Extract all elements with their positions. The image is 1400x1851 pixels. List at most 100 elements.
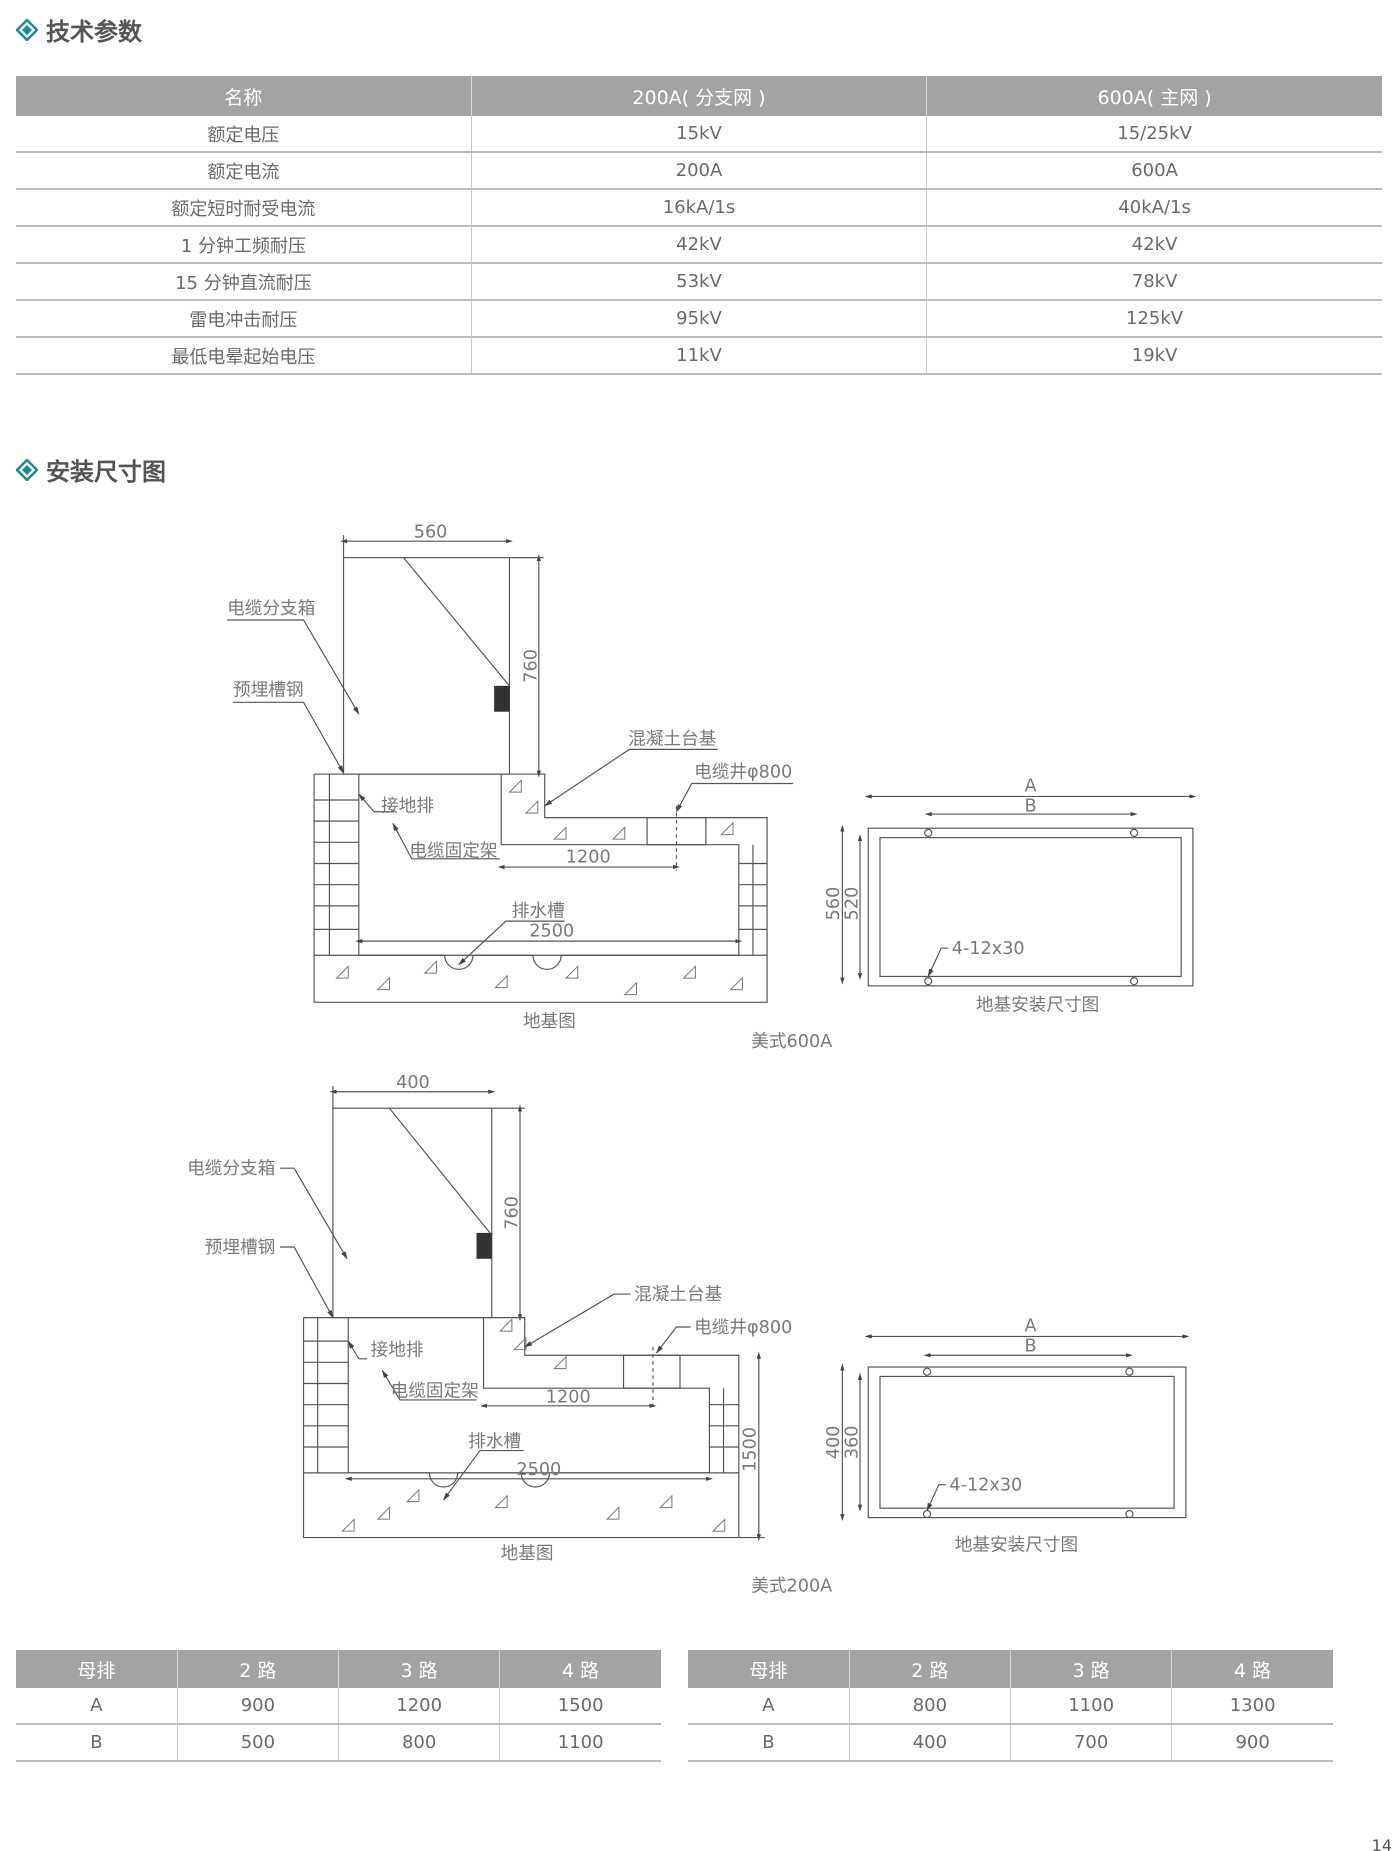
header-cell: 600A( 主网 ) (926, 76, 1382, 116)
label-cable-box: 电缆分支箱 (187, 1158, 275, 1179)
diamond-icon (16, 458, 38, 481)
svg-text:◿: ◿ (341, 1514, 355, 1534)
label-cable-well: 电缆井φ800 (694, 1317, 792, 1338)
cabinet-outline (332, 1107, 493, 1319)
svg-text:◿: ◿ (513, 1333, 527, 1353)
svg-text:◿: ◿ (494, 971, 508, 991)
table-cell: 1300 (1171, 1688, 1333, 1725)
header-cell: 2 路 (176, 1650, 339, 1688)
dim-1200: 1200 (546, 1387, 591, 1407)
table-cell: 1100 (1009, 1688, 1172, 1725)
header-cell: 3 路 (1009, 1650, 1172, 1688)
section-title-tech-params: 技术参数 (16, 12, 142, 47)
dim-2500: 2500 (516, 1460, 561, 1480)
label-ground-bar: 接地排 (381, 796, 434, 817)
table-cell: 额定电流 (16, 152, 472, 190)
brick-wall-right (709, 1388, 739, 1473)
label-holes: 4-12x30 (952, 939, 1025, 959)
table-cell: 15/25kV (926, 116, 1382, 153)
svg-text:◿: ◿ (720, 818, 734, 838)
label-cable-well: 电缆井φ800 (694, 762, 792, 783)
table-cell: 11kV (470, 337, 927, 375)
dim-inner: 520 (843, 887, 863, 921)
table-cell: 1200 (337, 1688, 500, 1725)
label-channel-steel: 预埋槽钢 (233, 679, 304, 700)
drawing-600a-foundation: 560 760 ◿◿◿◿◿ ◿◿◿◿◿◿◿◿ 1200 2500 电缆分支箱 (227, 523, 793, 1032)
page-number: 14 (1371, 1836, 1392, 1851)
svg-text:◿: ◿ (553, 1352, 567, 1372)
label-holes: 4-12x30 (949, 1476, 1022, 1496)
svg-text:◿: ◿ (424, 957, 438, 977)
drawing-200a-foundation: 400 760 ◿◿◿ ◿◿◿◿◿◿◿ 1200 2500 1500 (187, 1073, 792, 1564)
dim-1500: 1500 (740, 1427, 760, 1472)
dim-a: A (1025, 777, 1037, 797)
section-title-install-dims: 安装尺寸图 (16, 452, 166, 487)
svg-text:◿: ◿ (499, 1314, 513, 1334)
mounting-holes (922, 1367, 1134, 1519)
label-cable-bracket: 电缆固定架 (409, 840, 497, 861)
header-cell: 名称 (16, 76, 472, 116)
drawing-200a-plan: A B 400 360 4-12x30 地基安装尺寸图 (824, 1317, 1190, 1556)
svg-text:◿: ◿ (508, 776, 522, 796)
table-cell: 1500 (499, 1688, 661, 1725)
caption-foundation: 地基图 (501, 1543, 554, 1564)
label-cable-box: 电缆分支箱 (227, 598, 315, 619)
label-channel-steel: 预埋槽钢 (205, 1237, 276, 1258)
table-cell: 125kV (926, 300, 1382, 338)
brick-wall-left (303, 1317, 349, 1473)
table-cell: 40kA/1s (926, 189, 1382, 227)
dim-a: A (1025, 1317, 1037, 1337)
table-cell: 53kV (470, 263, 927, 301)
header-cell: 母排 (688, 1650, 850, 1688)
table-cell: 42kV (470, 226, 927, 264)
dim-b: B (1025, 1337, 1037, 1357)
dim-1200: 1200 (566, 847, 611, 867)
table-cell: 15kV (470, 116, 927, 153)
table-cell: 600A (926, 152, 1382, 190)
dim-2500: 2500 (529, 921, 574, 941)
table-cell: 900 (1171, 1724, 1333, 1762)
dim-outer: 400 (824, 1425, 844, 1459)
table-cell: 1100 (499, 1724, 661, 1762)
dim-outer: 560 (824, 887, 844, 921)
header-cell: 母排 (16, 1650, 178, 1688)
brick-wall-right (738, 844, 768, 956)
mounting-holes (924, 828, 1139, 986)
svg-text:◿: ◿ (659, 1491, 673, 1511)
dim-width: 560 (414, 523, 448, 543)
table-header-row: 名称 200A( 分支网 ) 600A( 主网 ) (16, 76, 1382, 116)
table-cell: 400 (848, 1724, 1011, 1762)
header-cell: 3 路 (337, 1650, 500, 1688)
table-cell: 800 (337, 1724, 500, 1762)
table-cell: 800 (848, 1688, 1011, 1725)
table-cell: 200A (470, 152, 927, 190)
header-cell: 200A( 分支网 ) (470, 76, 927, 116)
table-cell: 额定短时耐受电流 (16, 189, 472, 227)
svg-text:◿: ◿ (565, 961, 579, 981)
svg-text:◿: ◿ (406, 1485, 420, 1505)
table-cell: 78kV (926, 263, 1382, 301)
header-cell: 2 路 (848, 1650, 1011, 1688)
table-cell: B (688, 1724, 850, 1762)
dim-height: 760 (503, 1196, 523, 1230)
table-cell: A (16, 1688, 178, 1725)
dim-b: B (1025, 797, 1037, 817)
svg-text:◿: ◿ (376, 1503, 390, 1523)
caption-600a: 美式600A (751, 1031, 832, 1052)
dim-height: 760 (521, 649, 541, 683)
label-ground-bar: 接地排 (371, 1339, 424, 1360)
caption-foundation: 地基图 (523, 1011, 576, 1032)
